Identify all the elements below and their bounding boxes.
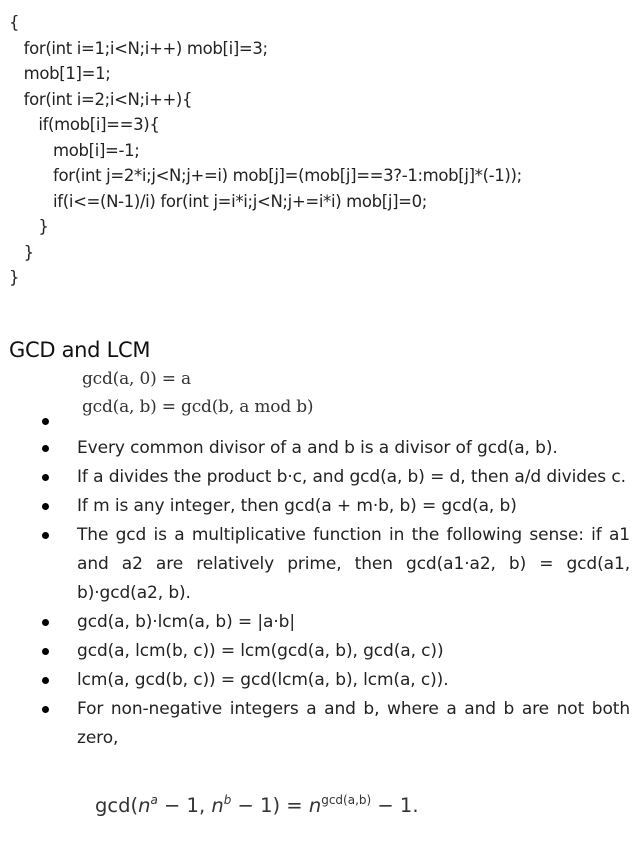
code-line: for(int i=1;i<N;i++) mob[i]=3; (9, 38, 268, 58)
formula-part: − 1. (371, 794, 419, 817)
code-line: mob[1]=1; (9, 64, 111, 83)
formula-base: n (138, 794, 151, 817)
formula-exponent: gcd(a,b) (321, 793, 372, 807)
code-line: for(int i=2;i<N;i++){ (9, 89, 193, 109)
list-item: The gcd is a multiplicative function in … (0, 521, 638, 608)
math-formula-gcd-zero: gcd(a, 0) = a (82, 369, 191, 389)
list-item: gcd(a, lcm(b, c)) = lcm(gcd(a, b), gcd(a… (0, 637, 638, 666)
list-item: If m is any integer, then gcd(a + m·b, b… (0, 492, 638, 521)
list-item-empty (0, 414, 638, 434)
formula-part: − 1) = (231, 794, 309, 817)
math-formula-euclid: gcd(a, b) = gcd(b, a mod b) (82, 397, 314, 417)
section-heading: GCD and LCM (9, 338, 151, 362)
code-block: { for(int i=1;i<N;i++) mob[i]=3; mob[1]=… (9, 10, 634, 291)
power-gcd-formula: gcd(na − 1, nb − 1) = ngcd(a,b) − 1. (95, 793, 419, 817)
formula-exponent: b (223, 793, 232, 807)
formula-base: n (211, 794, 224, 817)
property-list: Every common divisor of a and b is a div… (0, 414, 638, 753)
formula-base: n (308, 794, 322, 817)
code-line: for(int j=2*i;j<N;j+=i) mob[j]=(mob[j]==… (9, 166, 522, 185)
list-item: Every common divisor of a and b is a div… (0, 434, 638, 463)
formula-part: gcd( (95, 794, 139, 817)
code-line: if(mob[i]==3){ (9, 115, 160, 134)
code-line: if(i<=(N-1)/i) for(int j=i*i;j<N;j+=i*i)… (9, 191, 428, 211)
code-line: } (9, 217, 49, 236)
list-item: gcd(a, b)·lcm(a, b) = |a·b| (0, 608, 638, 637)
code-line: } (9, 242, 35, 262)
formula-exponent: a (150, 793, 158, 807)
list-item: If a divides the product b·c, and gcd(a,… (0, 463, 638, 492)
code-line: mob[i]=-1; (9, 140, 140, 160)
code-line: { (9, 13, 20, 32)
list-item: lcm(a, gcd(b, c)) = gcd(lcm(a, b), lcm(a… (0, 666, 638, 695)
code-line: } (9, 268, 20, 287)
list-item: For non-negative integers a and b, where… (0, 695, 638, 753)
formula-part: − 1, (157, 794, 212, 817)
